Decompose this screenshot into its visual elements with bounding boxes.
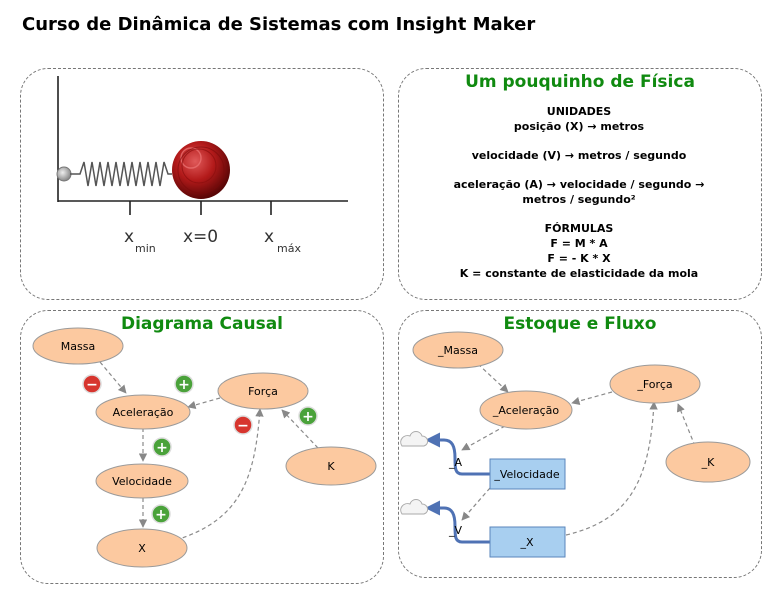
- stock-links: [461, 363, 696, 536]
- physics-panel-title: Um pouquinho de Física: [465, 72, 695, 92]
- causal-panel: [20, 310, 384, 584]
- spring-panel: [20, 68, 384, 300]
- link-k-forca: [281, 409, 319, 449]
- ball: [172, 141, 230, 199]
- formula-line-3: K = constante de elasticidade da mola: [459, 267, 699, 280]
- units-heading: UNIDADES: [546, 105, 612, 118]
- link-forca-aceleracao-sf: [571, 391, 613, 406]
- node-label: Massa: [61, 340, 95, 353]
- axis-sub-xmax: máx: [277, 242, 301, 255]
- flow-v[interactable]: _V: [425, 500, 490, 544]
- link-aceleracao-flow-a: [461, 425, 506, 451]
- sign-forca-aceleracao-plus: +: [174, 374, 194, 394]
- axis-label-xmin: x: [124, 227, 134, 247]
- causal-node-massa[interactable]: Massa: [32, 327, 124, 365]
- stock-panel-title: Estoque e Fluxo: [503, 314, 657, 334]
- stock-label: _Velocidade: [493, 468, 560, 481]
- physics-text: UNIDADES posição (X) → metros velocidade…: [398, 104, 760, 281]
- unit-line-position: posição (X) → metros: [513, 120, 645, 133]
- link-massa-aceleracao-sf: [477, 363, 509, 393]
- node-label: _Massa: [437, 344, 478, 357]
- node-label: Velocidade: [112, 475, 172, 488]
- sf-var-forca[interactable]: _Força: [609, 364, 701, 404]
- formulas-heading: FÓRMULAS: [544, 222, 614, 235]
- causal-node-aceleracao[interactable]: Aceleração: [95, 394, 191, 430]
- spring-coil: [70, 161, 172, 187]
- sf-var-aceleracao[interactable]: _Aceleração: [479, 390, 573, 430]
- physics-panel: [398, 68, 762, 300]
- svg-text:+: +: [156, 440, 168, 456]
- node-label: X: [138, 542, 146, 555]
- spring-anchor: [56, 166, 72, 182]
- sign-k-forca-plus: +: [298, 406, 318, 426]
- unit-line-acceleration: aceleração (A) → velocidade / segundo →: [453, 178, 705, 191]
- node-label: Força: [248, 385, 278, 398]
- stock-panel: [398, 310, 762, 578]
- link-x-forca: [175, 408, 264, 541]
- axis-label-xmax: x: [264, 227, 274, 247]
- node-label: Aceleração: [113, 406, 174, 419]
- causal-node-velocidade[interactable]: Velocidade: [95, 463, 189, 499]
- unit-line-velocity: velocidade (V) → metros / segundo: [471, 149, 687, 162]
- flow-a[interactable]: _A: [425, 432, 490, 476]
- cloud-icon: [400, 431, 429, 447]
- stock-x[interactable]: _X: [489, 526, 566, 558]
- sign-massa-aceleracao-minus: −: [82, 374, 102, 394]
- sf-var-massa[interactable]: _Massa: [412, 331, 504, 369]
- formula-line-1: F = M * A: [550, 237, 608, 250]
- flow-v-label: _V: [448, 524, 463, 537]
- unit-line-acceleration-cont: metros / segundo²: [522, 193, 636, 206]
- causal-links: [99, 361, 319, 541]
- svg-text:+: +: [155, 507, 167, 523]
- causal-panel-title: Diagrama Causal: [120, 314, 283, 334]
- svg-text:+: +: [302, 409, 314, 425]
- axis-sub-xmin: min: [135, 242, 156, 255]
- node-label: _K: [701, 456, 716, 469]
- spring-illustration: x min x=0 x máx: [56, 72, 356, 255]
- sign-x-forca-minus: −: [233, 415, 253, 435]
- stock-label: _X: [519, 536, 534, 549]
- link-k-forca-sf: [676, 403, 696, 447]
- svg-text:+: +: [178, 377, 190, 393]
- cloud-icon: [400, 499, 429, 515]
- svg-text:−: −: [86, 377, 98, 393]
- stock-velocidade[interactable]: _Velocidade: [489, 458, 566, 490]
- node-label: _Força: [636, 378, 672, 391]
- link-x-forca-sf: [565, 401, 658, 536]
- node-label: K: [327, 460, 335, 473]
- causal-node-x[interactable]: X: [96, 528, 188, 568]
- sign-velocidade-x-plus: +: [151, 504, 171, 524]
- flow-a-label: _A: [448, 456, 463, 469]
- axis-label-x0: x=0: [183, 227, 218, 247]
- link-massa-aceleracao: [99, 361, 127, 394]
- page-title: Curso de Dinâmica de Sistemas com Insigh…: [22, 14, 536, 35]
- svg-text:−: −: [237, 418, 249, 434]
- sf-var-k[interactable]: _K: [665, 441, 751, 483]
- link-velocidade-flow-v: [461, 487, 491, 521]
- formula-line-2: F = - K * X: [547, 252, 611, 265]
- link-forca-aceleracao: [187, 397, 221, 409]
- sign-aceleracao-velocidade-plus: +: [152, 437, 172, 457]
- node-label: _Aceleração: [492, 404, 560, 417]
- causal-node-k[interactable]: K: [285, 446, 377, 486]
- causal-node-forca[interactable]: Força: [217, 372, 309, 410]
